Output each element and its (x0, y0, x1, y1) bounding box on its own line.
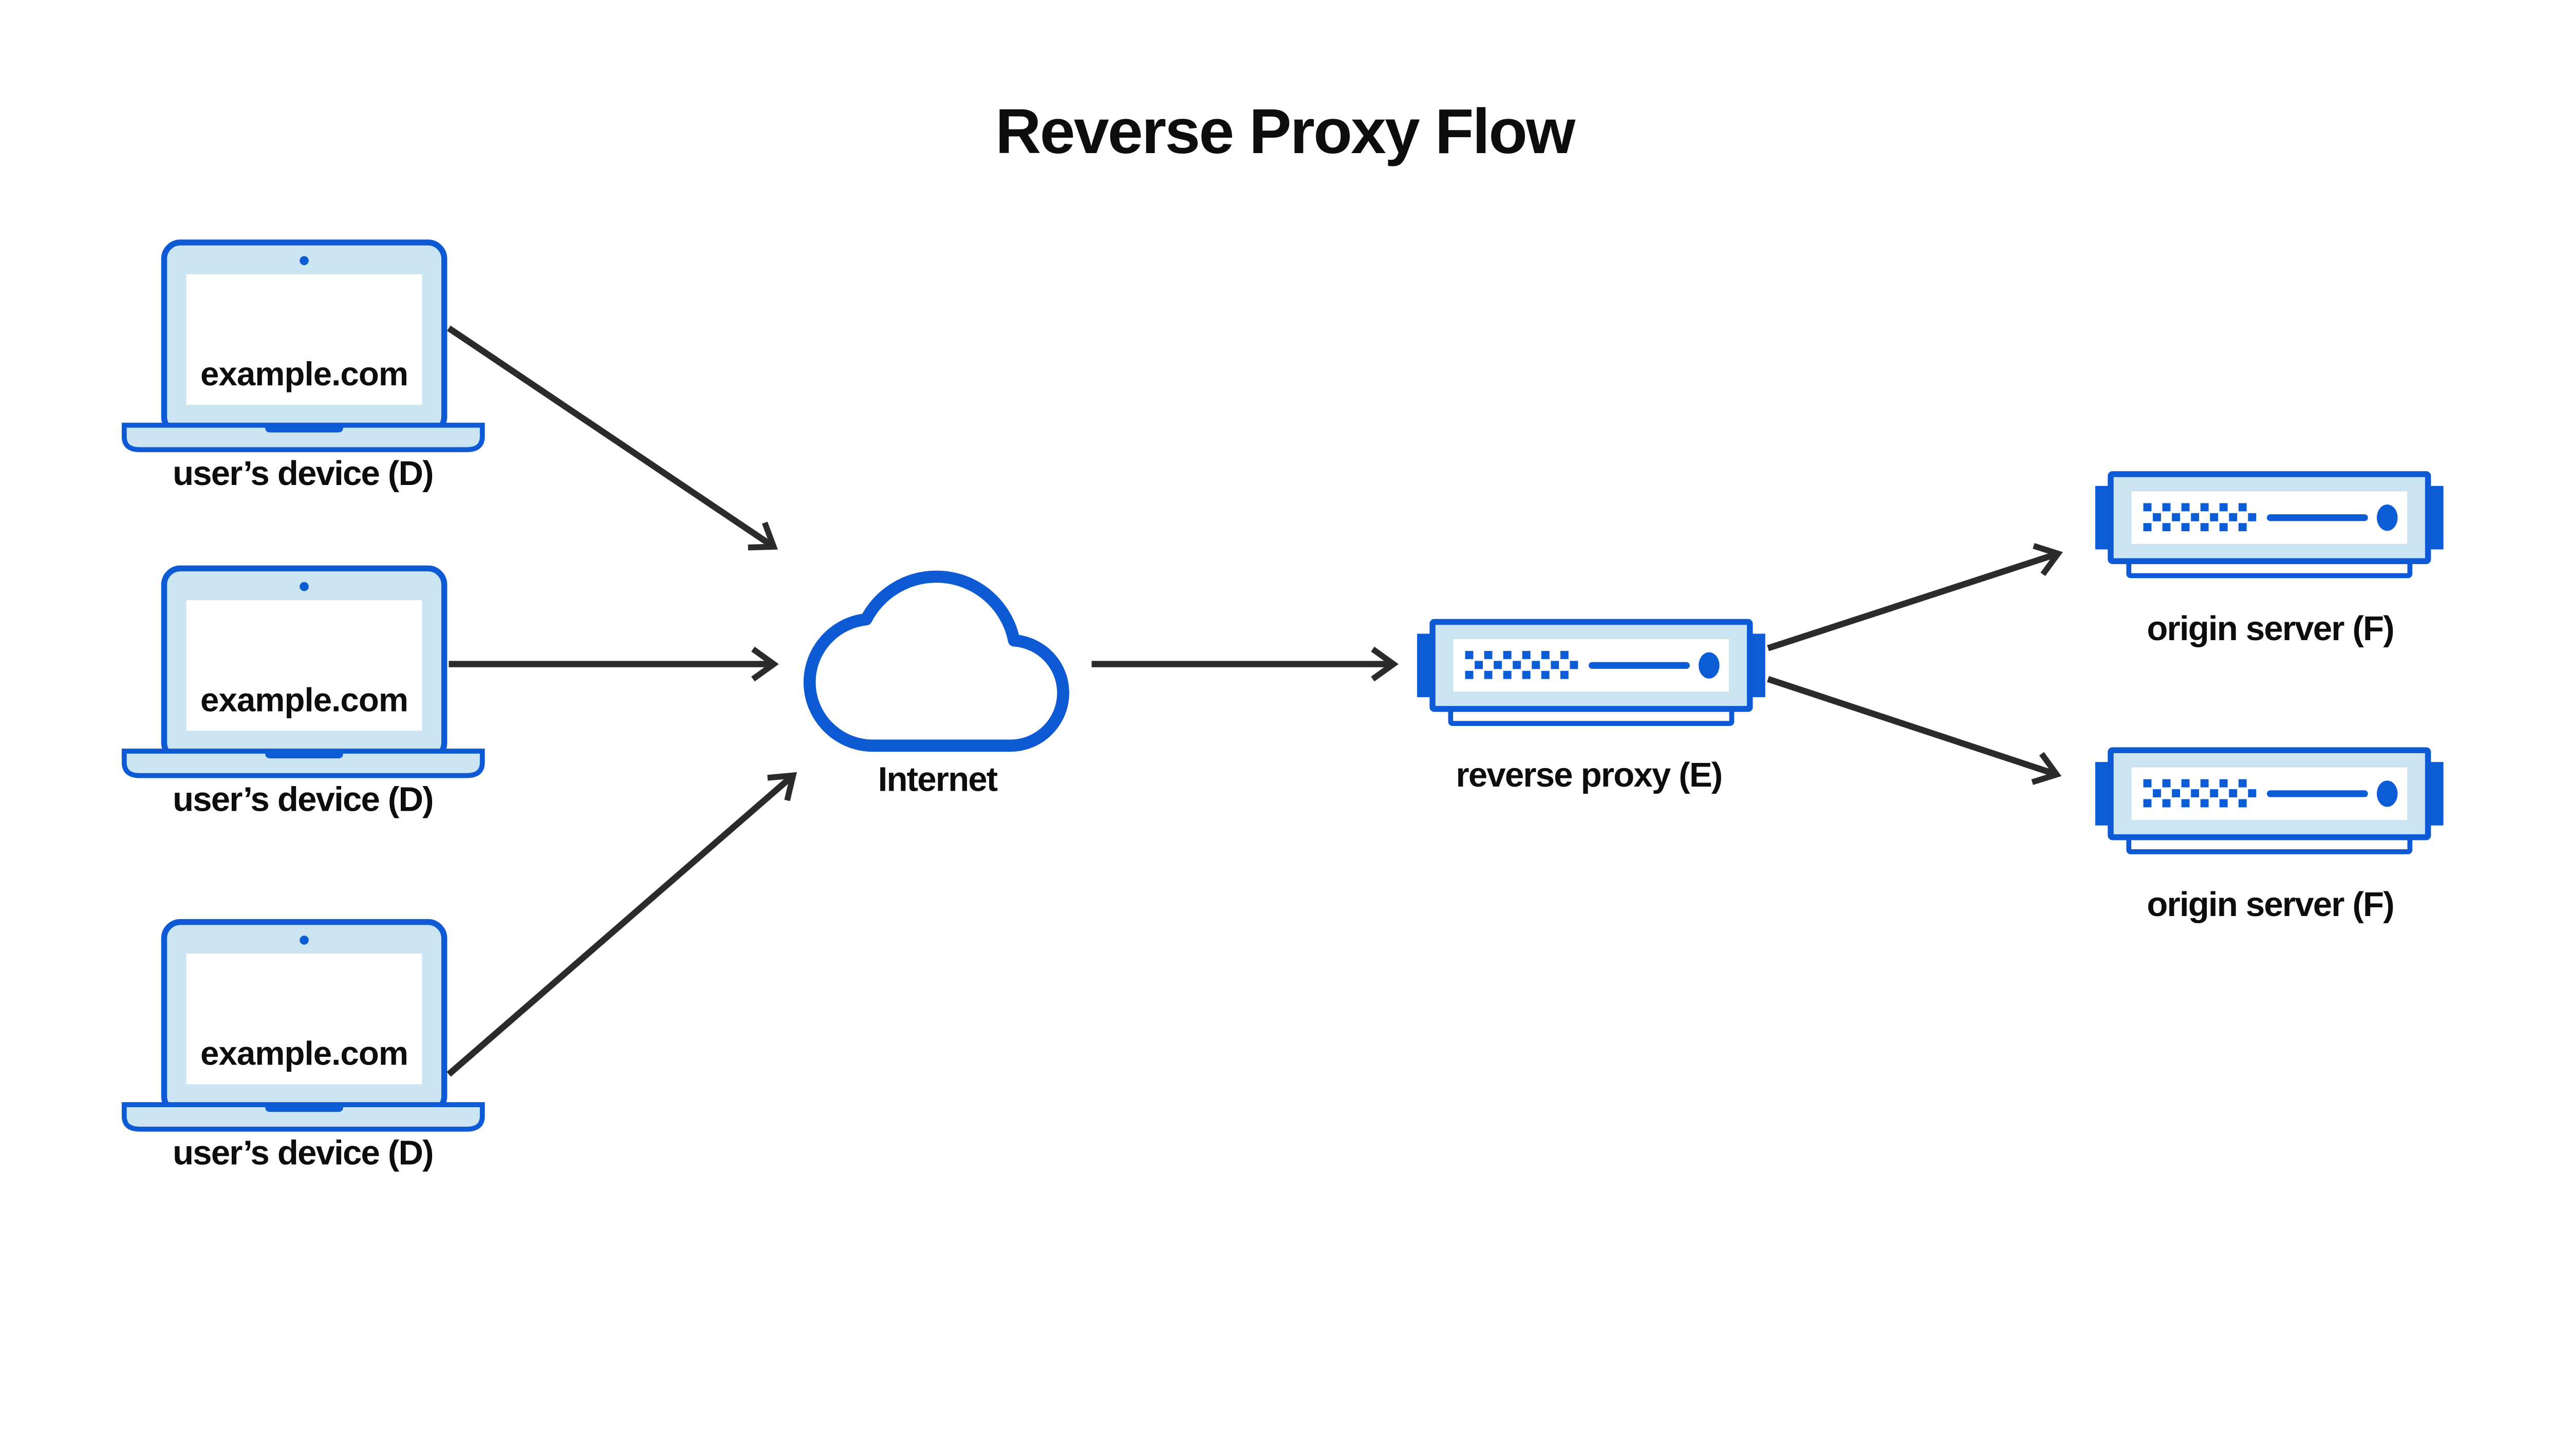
device-label-3: user’s device (D) (173, 1134, 433, 1172)
device-screen-text-3: example.com (200, 1035, 408, 1072)
device-label-2: user’s device (D) (173, 780, 433, 818)
laptop-icon (124, 242, 482, 450)
device-screen-text-1: example.com (200, 355, 408, 393)
cloud-icon (803, 570, 1069, 752)
arrow-device1-to-internet (447, 325, 778, 551)
diagram-page: Reverse Proxy Flow example.com user’s de… (0, 96, 2569, 1172)
origin-server-2: origin server (F) (2095, 750, 2444, 924)
origin-server-1: origin server (F) (2095, 474, 2444, 648)
server-icon (2095, 474, 2444, 576)
reverse-proxy: reverse proxy (E) (1417, 622, 1765, 794)
laptop-icon (124, 568, 482, 775)
arrow-proxy-to-origin2 (1767, 676, 2062, 785)
internet-cloud: Internet (803, 570, 1069, 799)
user-device-2: example.com user’s device (D) (124, 568, 482, 818)
diagram-canvas: Reverse Proxy Flow example.com user’s de… (0, 96, 2569, 1172)
server-icon (1417, 622, 1765, 724)
diagram-title: Reverse Proxy Flow (995, 96, 1576, 167)
device-screen-text-2: example.com (200, 681, 408, 718)
laptop-icon (124, 922, 482, 1129)
device-label-1: user’s device (D) (173, 454, 433, 493)
origin-server-label-1: origin server (F) (2147, 609, 2393, 648)
user-device-3: example.com user’s device (D) (124, 922, 482, 1172)
origin-server-label-2: origin server (F) (2147, 885, 2393, 924)
internet-label: Internet (878, 760, 998, 799)
arrow-proxy-to-origin1 (1767, 543, 2063, 651)
reverse-proxy-label: reverse proxy (E) (1456, 756, 1722, 794)
arrow-device3-to-internet (446, 772, 797, 1077)
server-icon (2095, 750, 2444, 852)
user-device-1: example.com user’s device (D) (124, 242, 482, 493)
